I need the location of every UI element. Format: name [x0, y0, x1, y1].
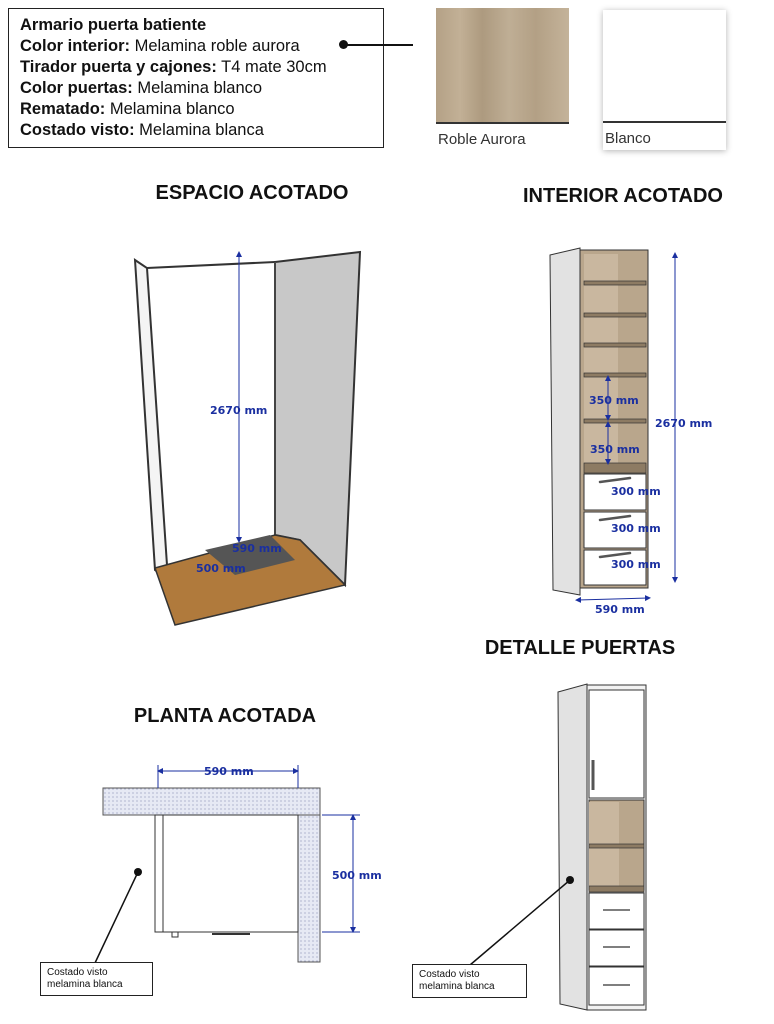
spec-value: Melamina blanco: [132, 79, 263, 97]
callout-leader: [469, 879, 571, 966]
spec-box: Armario puerta batiente Color interior: …: [8, 8, 384, 148]
dim-interior-drawer3: 300 mm: [611, 558, 661, 571]
callout-planta: Costado visto melamina blanca: [40, 962, 153, 996]
swatch-label: Blanco: [605, 130, 651, 147]
dim-interior-width: 590 mm: [595, 603, 645, 616]
dim-interior-drawer2: 300 mm: [611, 522, 661, 535]
spec-row: Costado visto: Melamina blanca: [20, 120, 383, 141]
swatch-label: Roble Aurora: [438, 131, 526, 148]
callout-leader: [94, 871, 139, 964]
spec-label: Color puertas:: [20, 79, 133, 97]
spec-value: Melamina blanco: [105, 100, 235, 118]
dim-planta-width: 590 mm: [204, 765, 254, 778]
callout-detalle: Costado visto melamina blanca: [412, 964, 527, 998]
spec-label: Tirador puerta y cajones:: [20, 58, 217, 76]
heading-planta: PLANTA ACOTADA: [133, 705, 317, 727]
swatch-divider: [603, 121, 726, 123]
callout-text: melamina blanca: [419, 981, 495, 992]
spec-row: Rematado: Melamina blanco: [20, 99, 383, 120]
pointer-line: [344, 44, 413, 46]
dim-espacio-height: 2670 mm: [210, 404, 267, 417]
heading-espacio: ESPACIO ACOTADO: [155, 182, 349, 204]
dim-espacio-depth: 500 mm: [196, 562, 246, 575]
spec-value: Melamina roble aurora: [130, 37, 300, 55]
spec-label: Rematado:: [20, 100, 106, 118]
pointer-dot: [339, 40, 348, 49]
callout-text: melamina blanca: [47, 979, 123, 990]
spec-row: Tirador puerta y cajones: T4 mate 30cm: [20, 57, 383, 78]
spec-value: Melamina blanca: [134, 121, 264, 139]
spec-value: T4 mate 30cm: [216, 58, 327, 76]
callout-text: Costado visto: [47, 967, 108, 978]
espacio-drawing: 2670 mm 590 mm 500 mm: [133, 250, 362, 626]
dim-interior-shelf1: 350 mm: [589, 394, 639, 407]
dim-espacio-width: 590 mm: [232, 542, 282, 555]
spec-title: Armario puerta batiente: [20, 16, 207, 34]
callout-text: Costado visto: [419, 969, 480, 980]
spec-label: Costado visto:: [20, 121, 135, 139]
dim-interior-drawer1: 300 mm: [611, 485, 661, 498]
heading-interior: INTERIOR ACOTADO: [523, 185, 723, 207]
detalle-drawing: [469, 683, 647, 1011]
swatch-blanco: Blanco: [603, 10, 726, 150]
dim-interior-height: 2670 mm: [655, 417, 712, 430]
spec-row: Color puertas: Melamina blanco: [20, 78, 383, 99]
dim-planta-depth: 500 mm: [332, 869, 382, 882]
dim-interior-shelf2: 350 mm: [590, 443, 640, 456]
spec-row: Color interior: Melamina roble aurora: [20, 36, 383, 57]
door: [588, 689, 645, 799]
spec-label: Color interior:: [20, 37, 130, 55]
interior-drawing: 2670 mm 350 mm 350 mm 300 mm 300 mm 300 …: [549, 247, 712, 616]
heading-detalle: DETALLE PUERTAS: [484, 637, 676, 659]
swatch-roble-aurora: [436, 8, 569, 124]
planta-drawing: 590 mm 500 mm: [94, 765, 382, 964]
